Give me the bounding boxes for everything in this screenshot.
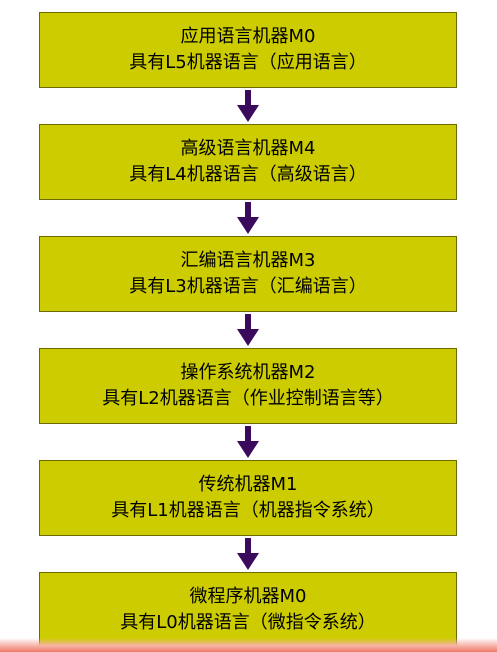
down-arrow-icon [235,88,261,124]
level-title: 操作系统机器M2 [180,362,316,383]
level-title: 高级语言机器M4 [180,138,316,159]
down-arrow-icon [235,424,261,460]
down-arrow-icon [235,200,261,236]
level-box-m0-microprogram: 微程序机器M0 具有L0机器语言（微指令系统） [39,572,457,648]
down-arrow-icon [235,536,261,572]
level-title: 传统机器M1 [198,474,298,495]
bottom-glow-strip [0,638,497,652]
level-title: 汇编语言机器M3 [180,250,316,271]
level-title: 应用语言机器M0 [180,26,316,47]
level-box-m0-application: 应用语言机器M0 具有L5机器语言（应用语言） [39,12,457,88]
level-subtitle: 具有L0机器语言（微指令系统） [120,612,376,633]
level-box-m1-traditional: 传统机器M1 具有L1机器语言（机器指令系统） [39,460,457,536]
level-box-m3-assembly: 汇编语言机器M3 具有L3机器语言（汇编语言） [39,236,457,312]
down-arrow-icon [235,312,261,348]
level-subtitle: 具有L2机器语言（作业控制语言等） [102,388,394,409]
level-subtitle: 具有L1机器语言（机器指令系统） [111,500,385,521]
level-subtitle: 具有L4机器语言（高级语言） [129,164,367,185]
level-subtitle: 具有L3机器语言（汇编语言） [129,276,367,297]
level-title: 微程序机器M0 [189,586,307,607]
level-box-m4-high-level: 高级语言机器M4 具有L4机器语言（高级语言） [39,124,457,200]
level-subtitle: 具有L5机器语言（应用语言） [129,52,367,73]
level-box-m2-operating-system: 操作系统机器M2 具有L2机器语言（作业控制语言等） [39,348,457,424]
